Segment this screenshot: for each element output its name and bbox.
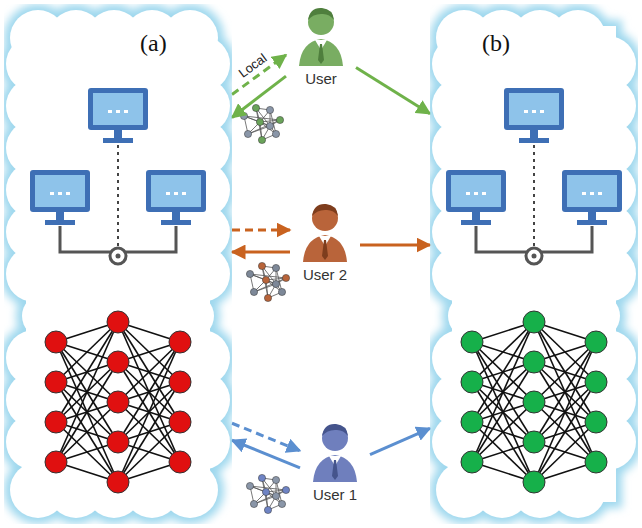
user-label: User <box>286 70 356 87</box>
solid-arrow <box>356 68 430 114</box>
solid-arrow <box>360 244 430 247</box>
cloud-outline <box>4 4 232 524</box>
user-icon <box>296 4 346 66</box>
solid-arrow <box>232 251 290 254</box>
solid-arrow <box>232 440 300 468</box>
dashed-arrow <box>232 229 290 232</box>
edge-label: Local <box>236 51 270 81</box>
cloud-region: (a) <box>4 4 232 524</box>
panel-label: (b) <box>482 30 510 57</box>
cloud-outline <box>430 4 638 524</box>
solid-arrow <box>370 428 430 454</box>
user-label: User 2 <box>290 266 360 283</box>
user-label: User 1 <box>300 486 370 503</box>
panel-label: (a) <box>140 30 167 57</box>
user-node: User 2 <box>290 200 360 283</box>
user-node: User <box>286 4 356 87</box>
solid-arrow <box>232 76 286 117</box>
user-icon <box>310 420 360 482</box>
user-node: User 1 <box>300 420 370 503</box>
user-icon <box>300 200 350 262</box>
dashed-arrow <box>232 423 300 451</box>
cloud-region: (b) <box>430 4 638 524</box>
